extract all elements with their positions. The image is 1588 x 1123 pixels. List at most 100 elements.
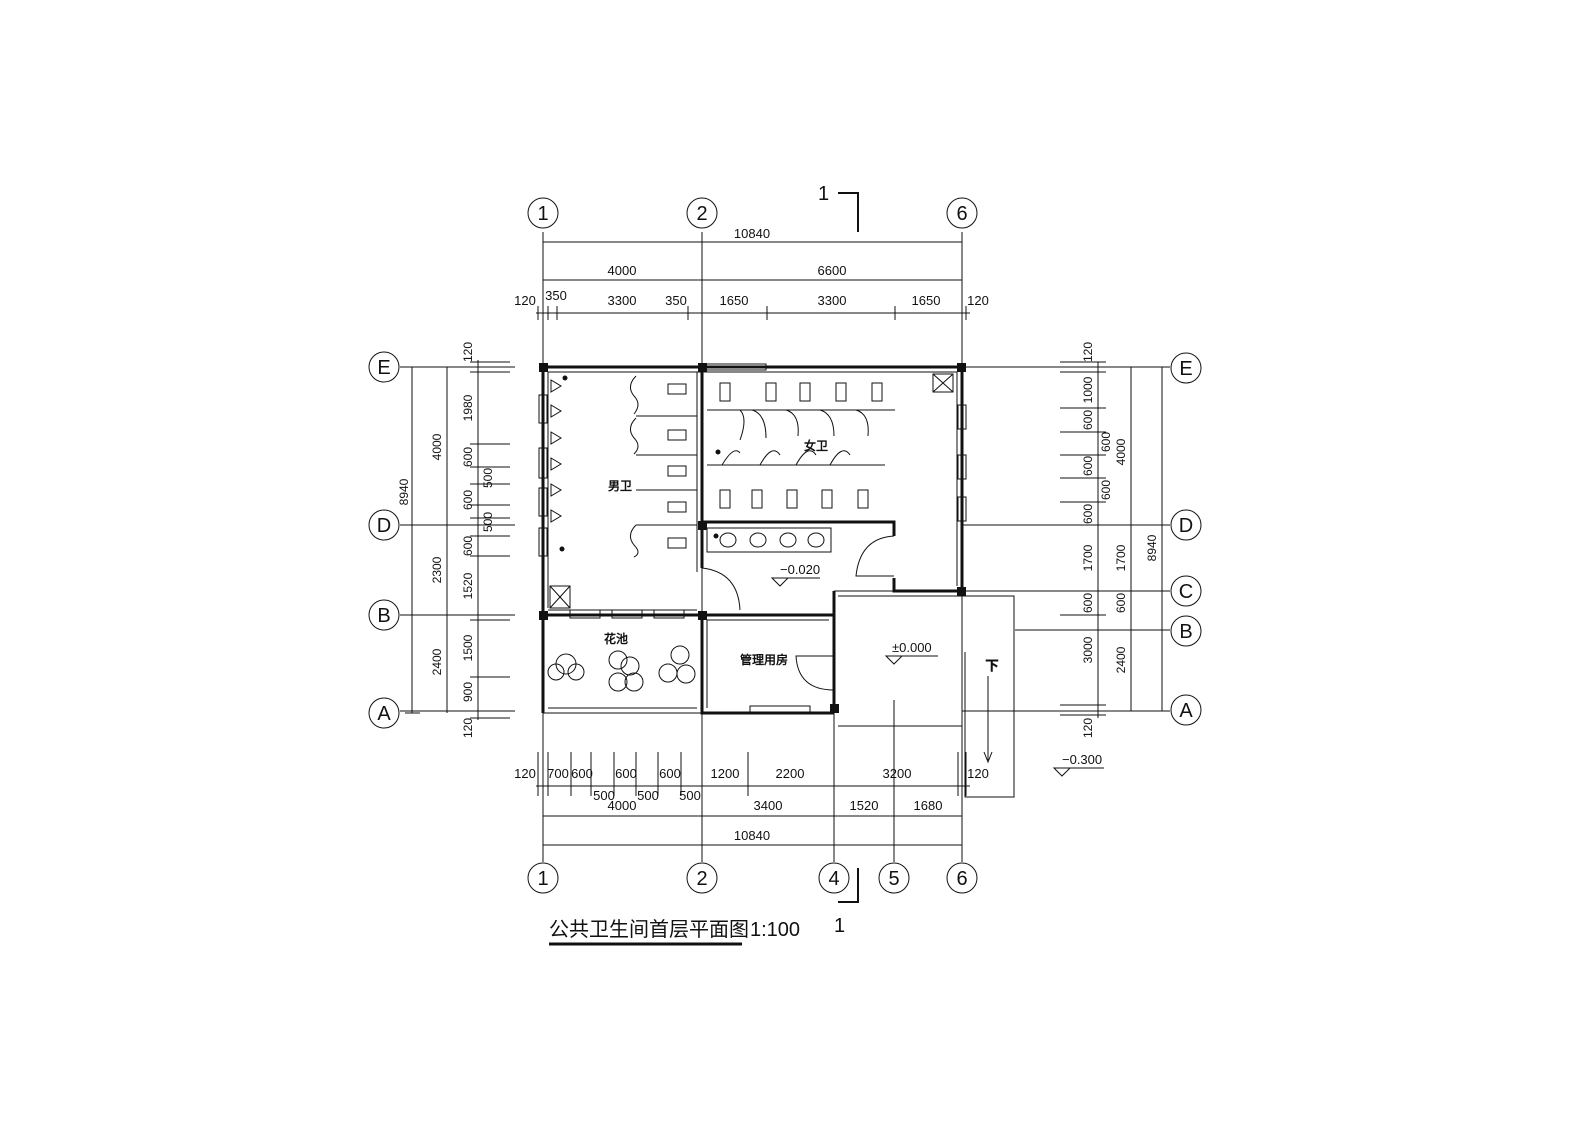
svg-text:1000: 1000	[1081, 376, 1095, 403]
svg-text:4: 4	[828, 868, 839, 890]
level-exterior: −0.300	[1052, 752, 1104, 777]
wash-basins	[706, 527, 832, 553]
dim-bottom-total: 10840	[734, 828, 770, 843]
svg-text:1650: 1650	[720, 293, 749, 308]
svg-text:500: 500	[481, 468, 495, 488]
svg-text:B: B	[1179, 621, 1192, 643]
svg-text:1: 1	[818, 183, 829, 205]
svg-text:1520: 1520	[850, 798, 879, 813]
svg-text:1650: 1650	[912, 293, 941, 308]
svg-text:E: E	[1179, 358, 1192, 380]
axis-2-top: 2	[686, 197, 718, 229]
svg-text:120: 120	[1081, 718, 1095, 738]
svg-text:600: 600	[461, 447, 475, 467]
svg-text:1680: 1680	[914, 798, 943, 813]
section-mark-bottom: 1	[834, 868, 859, 937]
svg-text:3300: 3300	[608, 293, 637, 308]
top-dimensions: 10840 4000 6600 120 350 3300 350 1650 33…	[514, 226, 989, 320]
svg-text:120: 120	[514, 766, 536, 781]
svg-text:500: 500	[481, 512, 495, 532]
axis-2-bottom: 2	[686, 862, 718, 894]
svg-text:1520: 1520	[461, 572, 475, 599]
svg-text:8940: 8940	[1145, 534, 1159, 561]
svg-text:120: 120	[967, 766, 989, 781]
svg-text:600: 600	[1081, 410, 1095, 430]
building-walls	[538, 363, 967, 715]
svg-text:120: 120	[461, 718, 475, 738]
svg-text:1: 1	[537, 203, 548, 225]
svg-text:4000: 4000	[608, 798, 637, 813]
drawing-title-block: 公共卫生间首层平面图 1:100	[549, 918, 800, 946]
svg-text:±0.000: ±0.000	[892, 640, 932, 655]
svg-text:600: 600	[1081, 456, 1095, 476]
room-label-office: 管理用房	[740, 652, 788, 667]
svg-text:600: 600	[659, 766, 681, 781]
svg-text:4000: 4000	[608, 263, 637, 278]
svg-text:350: 350	[665, 293, 687, 308]
svg-text:3200: 3200	[883, 766, 912, 781]
room-label-planter: 花池	[604, 631, 628, 646]
svg-text:700: 700	[547, 766, 569, 781]
drawing-title: 公共卫生间首层平面图	[549, 918, 749, 941]
svg-text:600: 600	[1099, 432, 1113, 452]
svg-text:1500: 1500	[461, 634, 475, 661]
svg-text:D: D	[377, 515, 391, 537]
svg-text:600: 600	[1081, 593, 1095, 613]
left-dimensions: 8940 4000 2300 2400 120 1980 600 500 600…	[397, 342, 510, 738]
svg-text:600: 600	[461, 490, 475, 510]
svg-text:2: 2	[696, 868, 707, 890]
svg-text:4000: 4000	[430, 433, 444, 460]
axis-5-bottom: 5	[878, 862, 910, 894]
svg-text:B: B	[377, 605, 390, 627]
men-stalls	[630, 375, 697, 558]
svg-text:D: D	[1179, 515, 1193, 537]
room-label-men: 男卫	[608, 479, 632, 493]
axis-E-left: E	[368, 351, 400, 383]
svg-text:120: 120	[967, 293, 989, 308]
axis-A-left: A	[368, 697, 400, 729]
axis-D-right: D	[1170, 509, 1202, 541]
svg-text:1980: 1980	[461, 394, 475, 421]
svg-text:3000: 3000	[1081, 636, 1095, 663]
svg-text:6600: 6600	[818, 263, 847, 278]
svg-text:120: 120	[461, 342, 475, 362]
svg-text:8940: 8940	[397, 478, 411, 505]
svg-text:1: 1	[834, 915, 845, 937]
axis-bubbles: 1 2 6 1 2 4 5 6 E D B A E D C B A	[368, 197, 1202, 894]
axis-B-right: B	[1170, 615, 1202, 647]
planter-trees	[547, 645, 696, 692]
shaft-women	[932, 373, 954, 393]
svg-text:3300: 3300	[818, 293, 847, 308]
svg-text:−0.300: −0.300	[1062, 752, 1102, 767]
axis-6-bottom: 6	[946, 862, 978, 894]
svg-text:2300: 2300	[430, 556, 444, 583]
svg-text:C: C	[1179, 581, 1193, 603]
svg-text:2400: 2400	[430, 648, 444, 675]
svg-text:600: 600	[1081, 504, 1095, 524]
svg-text:500: 500	[593, 788, 615, 803]
svg-text:1: 1	[537, 868, 548, 890]
svg-text:600: 600	[1099, 480, 1113, 500]
svg-text:900: 900	[461, 682, 475, 702]
svg-text:600: 600	[461, 536, 475, 556]
men-urinals	[550, 375, 568, 552]
bottom-dimensions: 120 700 600 600 600 1200 2200 3200 120 5…	[514, 752, 989, 852]
axis-1-bottom: 1	[527, 862, 559, 894]
stair-down-label: 下	[985, 658, 998, 673]
shaft-men	[549, 585, 571, 609]
level-corridor: −0.020	[770, 562, 820, 587]
level-entry: ±0.000	[884, 640, 938, 665]
dim-top-total: 10840	[734, 226, 770, 241]
svg-text:A: A	[377, 703, 391, 725]
svg-text:E: E	[377, 357, 390, 379]
axis-4-bottom: 4	[818, 862, 850, 894]
svg-text:−0.020: −0.020	[780, 562, 820, 577]
svg-text:1700: 1700	[1114, 544, 1128, 571]
svg-text:500: 500	[637, 788, 659, 803]
axis-C-right: C	[1170, 575, 1202, 607]
svg-text:2: 2	[696, 203, 707, 225]
axis-1-top: 1	[527, 197, 559, 229]
right-dimensions: 120 1000 600 600 600 600 600 1700 600 30…	[1060, 342, 1170, 738]
axis-B-left: B	[368, 599, 400, 631]
